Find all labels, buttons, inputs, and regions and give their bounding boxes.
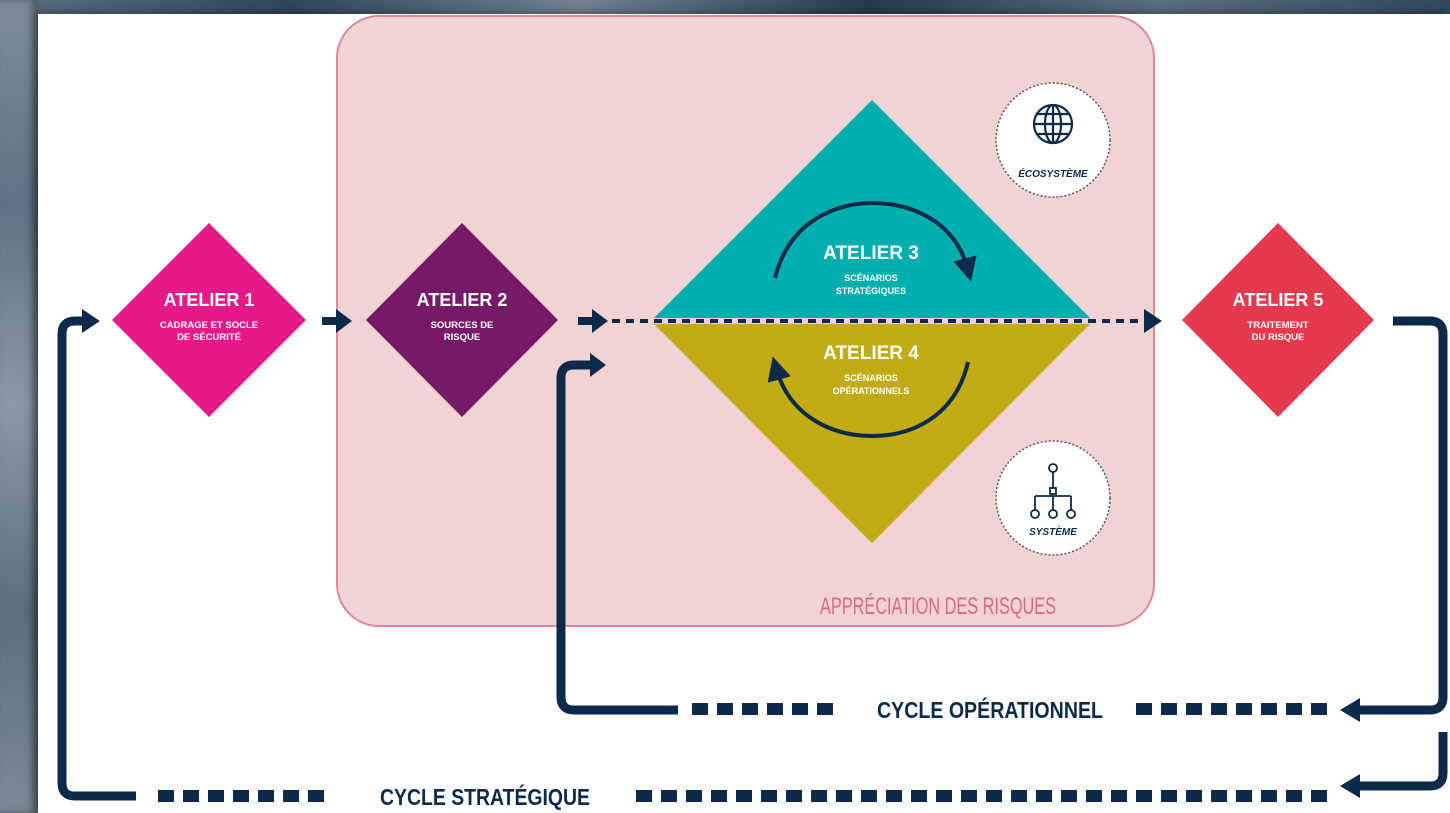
strategic-cycle-dashes-left bbox=[158, 790, 324, 802]
atelier-3-subtitle-line-2: STRATÉGIQUES bbox=[836, 286, 906, 296]
strategic-cycle-label: CYCLE STRATÉGIQUE bbox=[380, 783, 590, 810]
background-frame-top bbox=[0, 0, 1450, 14]
atelier-5-subtitle-line-2: DU RISQUE bbox=[1252, 332, 1305, 343]
operational-cycle-left-path bbox=[556, 360, 678, 715]
operational-cycle-dashes-left bbox=[692, 703, 833, 715]
arrow-1-to-2-head bbox=[336, 309, 352, 333]
operational-cycle-arrow-in bbox=[590, 353, 606, 377]
operational-cycle-dashes-right bbox=[1136, 703, 1327, 715]
atelier-3-subtitle-line-1: SCÉNARIOS bbox=[844, 273, 898, 283]
atelier-3-shape bbox=[654, 100, 1090, 318]
atelier-1-shape bbox=[112, 223, 306, 417]
operational-cycle-label: CYCLE OPÉRATIONNEL bbox=[877, 696, 1103, 723]
ebios-diagram: APPRÉCIATION DES RISQUES CYCLE STRATÉGIQ… bbox=[57, 15, 1448, 810]
atelier-2-subtitle-line-1: SOURCES DE bbox=[431, 320, 494, 331]
ecosystem-badge: ÉCOSYSTÈME bbox=[995, 82, 1111, 198]
operational-cycle-arrow-out bbox=[1340, 698, 1360, 722]
region-label: APPRÉCIATION DES RISQUES bbox=[820, 593, 1056, 620]
atelier-5-title: ATELIER 5 bbox=[1233, 290, 1324, 310]
atelier-4-cycle-arrow bbox=[767, 356, 970, 439]
strategic-cycle-right-path bbox=[1360, 732, 1448, 791]
background-frame-left bbox=[0, 0, 38, 813]
atelier-1-subtitle-line-2: DE SÉCURITÉ bbox=[177, 332, 241, 343]
globe-icon bbox=[1032, 103, 1074, 145]
atelier-2-subtitle-line-2: RISQUE bbox=[444, 332, 480, 343]
atelier-2-title: ATELIER 2 bbox=[417, 290, 508, 310]
hierarchy-icon bbox=[1030, 463, 1076, 519]
atelier-1-title: ATELIER 1 bbox=[164, 290, 255, 310]
atelier-4-subtitle-line-1: SCÉNARIOS bbox=[844, 373, 898, 383]
system-label: SYSTÈME bbox=[1029, 525, 1077, 538]
atelier-3-cycle-arrow bbox=[773, 200, 977, 282]
strategic-cycle-left-path bbox=[57, 316, 136, 801]
atelier-4-subtitle-line-2: OPÉRATIONNELS bbox=[833, 386, 910, 396]
atelier-4-shape bbox=[654, 324, 1090, 543]
atelier-1-subtitle-line-1: CADRAGE ET SOCLE bbox=[160, 320, 258, 331]
system-badge: SYSTÈME bbox=[995, 440, 1111, 556]
strategic-cycle-arrow-in bbox=[82, 309, 100, 333]
atelier-5-shape bbox=[1182, 223, 1374, 417]
arrow-4-to-5-head bbox=[1144, 309, 1162, 333]
atelier-4-title: ATELIER 4 bbox=[823, 343, 919, 364]
ecosystem-label: ÉCOSYSTÈME bbox=[1018, 167, 1088, 180]
diagram-canvas: APPRÉCIATION DES RISQUES CYCLE STRATÉGIQ… bbox=[38, 14, 1450, 813]
arrow-2-to-3-head bbox=[592, 309, 608, 333]
atelier-2-shape bbox=[366, 223, 558, 417]
atelier-3-title: ATELIER 3 bbox=[823, 243, 919, 264]
strategic-cycle-dashes-right bbox=[636, 790, 1327, 802]
atelier-5-subtitle-line-1: TRAITEMENT bbox=[1247, 320, 1308, 331]
strategic-cycle-arrow-out bbox=[1340, 774, 1360, 798]
operational-cycle-right-path bbox=[1360, 316, 1448, 715]
